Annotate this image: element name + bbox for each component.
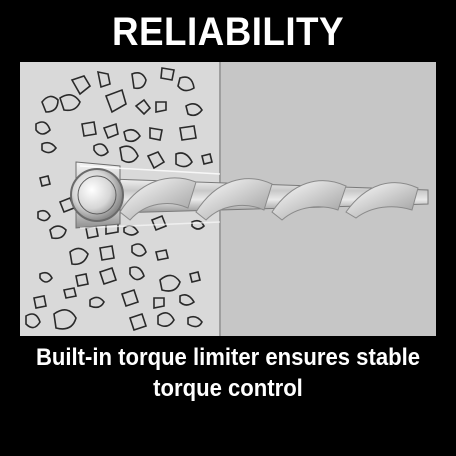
drill-illustration xyxy=(20,62,436,336)
caption: Built-in torque limiter ensures stable t… xyxy=(18,342,438,404)
illustration-panel xyxy=(20,62,436,336)
caption-line-2: torque control xyxy=(153,375,303,402)
drill-bit-icon xyxy=(70,161,429,229)
concrete-aggregate-icon xyxy=(25,67,213,332)
caption-line-1: Built-in torque limiter ensures stable xyxy=(35,344,421,371)
page-title: RELIABILITY xyxy=(111,10,344,54)
